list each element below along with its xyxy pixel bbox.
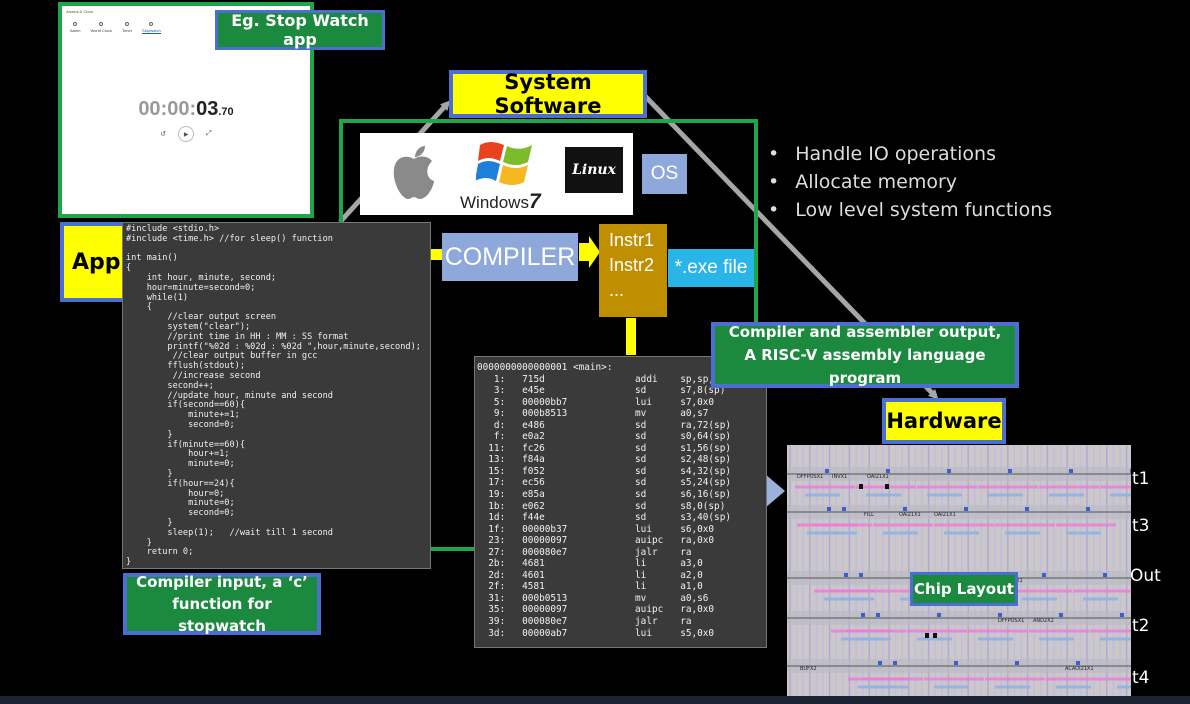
play-button[interactable]: ▶ [178,126,195,142]
chip-via [1015,661,1019,665]
chip-pin [925,633,929,638]
compiler-label: COMPILER [442,233,578,281]
chip-via [825,469,829,473]
tab-stopwatch[interactable]: Stopwatch [142,22,161,34]
expand-icon[interactable]: ⤢ [206,130,212,137]
timer-icon [124,22,129,26]
bullet-item: Low level system functions [768,196,1052,224]
chip-via [1076,661,1080,665]
example-app-label: Eg. Stop Watch app [215,10,385,50]
stopwatch-time: 00:00:03.70 [138,98,234,120]
chip-via [964,507,968,511]
c-code-caption: Compiler input, a ‘c’function for stopwa… [123,573,321,635]
chip-cell-label: FILL [864,512,874,518]
chip-via [1120,613,1124,617]
chip-cell-label: DFFPOSX1 [797,474,823,480]
instr-ellipsis: ... [609,280,625,300]
chip-via [903,507,907,511]
chip-layout-drawing: DFFPOSX1FILLOAI21X1DFFPOSX1ACAOI21X1INVX… [787,445,1131,696]
chip-via [878,661,882,665]
chip-via [1103,573,1107,577]
arrow-instr-down [626,318,636,355]
chip-via [937,613,941,617]
chip-via [1069,469,1073,473]
chip-layout-image: DFFPOSX1FILLOAI21X1DFFPOSX1ACAOI21X1INVX… [787,445,1131,696]
stopwatch-tabs: Alarm World Clock Timer Stopwatch [70,22,161,34]
chip-cell-label: BUFX2 [800,666,817,672]
chip-cell-label: ACAOI21X1 [1065,666,1094,672]
chip-via [1025,507,1029,511]
c-source-code: #include <stdio.h> #include <time.h> //f… [122,222,431,569]
hardware-label: Hardware [882,398,1006,444]
chip-cell-label: AND2X2 [1033,618,1054,624]
tab-alarm[interactable]: Alarm [70,22,80,34]
chip-cell-label: OAI21X1 [899,512,921,518]
globe-icon [99,22,104,26]
chip-cell-label: OAI21X1 [934,512,956,518]
signal-t1: t1 [1132,469,1150,489]
chip-cell-label: INVX1 [832,474,847,480]
bullet-item: Allocate memory [768,168,1052,196]
chip-pin [859,484,863,489]
chip-via [1086,507,1090,511]
application-label: Application [60,222,132,302]
chip-via [954,661,958,665]
chip-via [861,613,865,617]
signal-t4: t4 [1132,668,1150,688]
bullet-item: Handle IO operations [768,140,1052,168]
instr-2: Instr2 [609,255,655,275]
chip-via [893,661,897,665]
chip-via [1042,573,1046,577]
signal-out: Out [1130,566,1161,586]
system-software-label: System Software [449,70,647,118]
stopwatch-app-screenshot: Alarms & Clock Alarm World Clock Timer S… [58,2,314,218]
stopwatch-controls: ↺ ▶ ⤢ [62,126,310,142]
windows7-label: Windows7 [460,190,541,213]
chip-via [947,469,951,473]
chip-via [998,613,1002,617]
chip-via [1008,469,1012,473]
chip-cell-label: DFFPOSX1 [998,618,1024,624]
system-software-bullets: Handle IO operations Allocate memory Low… [768,140,1052,224]
alarm-icon [73,22,78,26]
os-label: OS [642,154,687,194]
arrow-code-to-compiler [431,249,443,260]
chip-via [844,573,848,577]
chip-via [876,613,880,617]
chip-via [1130,469,1131,473]
riscv-assembly-code: 0000000000000001 <main>: 1: 715d addi sp… [474,356,767,648]
instructions-box: Instr1 Instr2 ... [599,224,667,317]
chip-via [886,469,890,473]
reset-icon[interactable]: ↺ [160,131,167,138]
apple-logo-icon [393,146,434,199]
chip-via [859,573,863,577]
tab-world-clock[interactable]: World Clock [90,22,112,34]
chip-pin [885,484,889,489]
window-title: Alarms & Clock [66,9,94,14]
instr-1: Instr1 [609,230,655,250]
arrow-compiler-to-instr [579,236,600,268]
arrow-asm-to-chip [765,474,785,508]
exe-file-label: *.exe file [668,249,754,287]
bottom-bar [0,696,1190,704]
assembly-caption: Compiler and assembler output,A RISC-V a… [711,322,1019,388]
stopwatch-icon [149,22,154,26]
chip-via [827,507,831,511]
chip-layout-label: Chip Layout [910,572,1018,606]
chip-via [1059,613,1063,617]
linux-logo: Linux [565,147,623,193]
windows-logo-icon [476,142,532,185]
chip-cell-label: OAI21X1 [867,474,889,480]
signal-t3: t3 [1132,516,1150,536]
chip-pin [933,633,937,638]
chip-via [842,507,846,511]
signal-t2: t2 [1132,616,1150,636]
tab-timer[interactable]: Timer [122,22,132,34]
